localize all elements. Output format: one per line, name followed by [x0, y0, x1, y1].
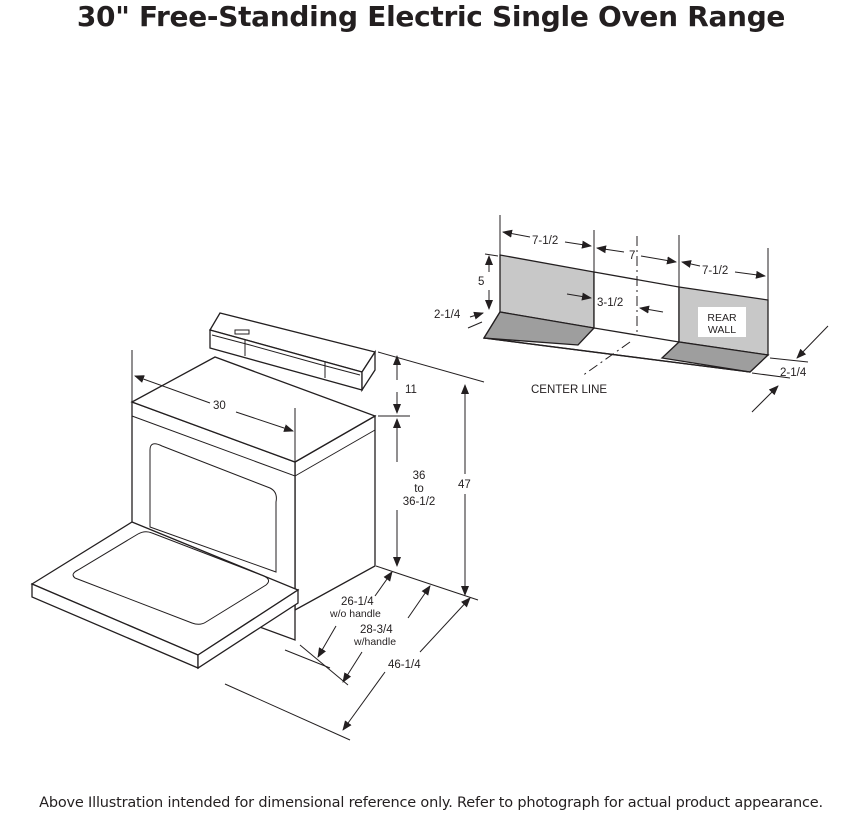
rear-wall-label-1: REAR: [707, 312, 737, 324]
range-dimensions: 30 11 36 to 36-1/2 47 26-1/4 w/o handle …: [131, 350, 485, 741]
right-width-label: 7-1/2: [702, 265, 728, 277]
overall-height-label: 47: [458, 479, 471, 491]
left-width-label: 7-1/2: [532, 235, 558, 247]
center-line-label: CENTER LINE: [531, 384, 607, 396]
right-floor-zone: [660, 341, 770, 373]
depth-handle-note: w/handle: [353, 636, 396, 648]
range-open-door: [30, 521, 300, 670]
cooktop-height-label-3: 36-1/2: [403, 496, 436, 508]
height-label: 5: [478, 276, 484, 288]
backguard-height-label: 11: [405, 384, 417, 396]
range-illustration: [30, 312, 377, 670]
depth-door-open-label: 46-1/4: [388, 659, 421, 671]
rear-wall-label-2: WALL: [708, 324, 736, 336]
range-backguard: [209, 312, 377, 393]
cooktop-height-label-2: to: [414, 483, 424, 495]
dimension-drawing: 30 11 36 to 36-1/2 47 26-1/4 w/o handle …: [30, 215, 829, 741]
outlet-location-diagram: REAR WALL 7-1/2 7 7-1/2 5 3-1/2: [434, 215, 829, 413]
disclaimer-footer: Above Illustration intended for dimensio…: [39, 795, 823, 811]
center-width-label: 7: [629, 250, 635, 262]
depth-no-handle-label: 26-1/4: [341, 596, 374, 608]
range-cooktop: [130, 356, 377, 463]
width-label: 30: [213, 400, 226, 412]
offset-label: 3-1/2: [597, 297, 623, 309]
right-depth-label: 2-1/4: [780, 367, 807, 379]
depth-handle-label: 28-3/4: [360, 624, 393, 636]
left-depth-label: 2-1/4: [434, 309, 461, 321]
cooktop-height-label-1: 36: [413, 470, 426, 482]
depth-no-handle-note: w/o handle: [329, 608, 381, 620]
oven-window: [149, 443, 277, 573]
diagram-title: 30" Free-Standing Electric Single Oven R…: [76, 0, 786, 33]
